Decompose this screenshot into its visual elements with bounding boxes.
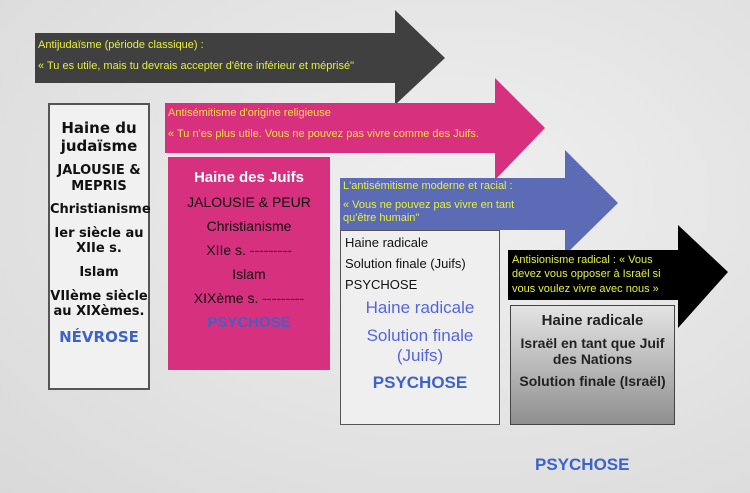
box-1-heading: Haine du judaïsme xyxy=(60,119,138,155)
arrow-religious-antisemitism xyxy=(165,78,545,180)
box-1-line: Ier siècle au XIIe s. xyxy=(54,225,144,257)
box-3-diagnosis: PSYCHOSE xyxy=(372,372,468,392)
arrow-1-quote: « Tu es utile, mais tu devrais accepter … xyxy=(38,60,354,73)
box-4-heading: Haine radicale xyxy=(541,312,644,329)
box-3-line: PSYCHOSE xyxy=(345,277,418,292)
arrow-racial-antisemitism xyxy=(340,150,618,255)
arrow-2-quote: « Tu n'es plus utile. Vous ne pouvez pas… xyxy=(168,128,479,141)
arrow-antijudaism xyxy=(35,10,445,105)
box-2-line: JALOUSIE & PEUR xyxy=(187,194,311,210)
box-antizionism: Haine radicale Israël en tant que Juif d… xyxy=(510,305,675,425)
box-radical-hatred: Haine radicale Solution finale (Juifs) P… xyxy=(340,230,500,425)
box-2-heading: Haine des Juifs xyxy=(193,169,305,186)
box-jews-hatred: Haine des Juifs JALOUSIE & PEUR Christia… xyxy=(168,157,330,370)
arrow-2-title: Antisémitisme d'origine religieuse xyxy=(168,107,331,119)
arrow-4-text: Antisionisme radical : « Vous devez vous… xyxy=(512,253,682,296)
box-2-line: XIIe s. --------- xyxy=(206,242,292,258)
arrow-1-title: Antijudaïsme (période classique) : xyxy=(38,39,204,51)
box-judaism-hatred: Haine du judaïsme JALOUSIE & MEPRIS Chri… xyxy=(48,103,151,390)
box-2-line: Christianisme xyxy=(206,218,292,234)
box-1-line: JALOUSIE & MEPRIS xyxy=(57,163,141,194)
arrow-antizionism xyxy=(508,225,728,328)
box-3-line: Haine radicale xyxy=(345,235,429,250)
box-3-line: Solution finale (Juifs) xyxy=(366,326,474,366)
box-3-line: Solution finale (Juifs) xyxy=(345,256,466,271)
box-4-line: Israël en tant que Juif des Nations xyxy=(520,335,665,368)
arrow-2-text: Antisémitisme d'origine religieuse « Tu … xyxy=(168,105,508,143)
arrow-3-title: L'antisémitisme moderne et racial : xyxy=(343,180,513,192)
box-2-line: XIXème s. --------- xyxy=(193,290,305,306)
arrow-4-title: Antisionisme radical : « Vous devez vous… xyxy=(512,254,661,295)
final-diagnosis: PSYCHOSE xyxy=(535,455,630,474)
arrow-3-text: L'antisémitisme moderne et racial : « Vo… xyxy=(343,180,543,226)
arrow-3-quote: « Vous ne pouvez pas vivre en tant qu'êt… xyxy=(343,199,515,225)
box-3-heading: Haine radicale xyxy=(365,298,475,317)
box-1-diagnosis: NÉVROSE xyxy=(59,327,139,346)
box-1-line: Islam xyxy=(79,264,119,280)
box-1-line: VIIème siècle au XIXèmes. xyxy=(50,288,148,320)
box-4-line: Solution finale (Israël) xyxy=(519,373,666,390)
arrow-1-text: Antijudaïsme (période classique) : « Tu … xyxy=(38,37,398,75)
box-2-line: Islam xyxy=(232,266,266,282)
box-2-diagnosis: PSYCHOSE xyxy=(207,314,291,331)
box-1-line: Christianisme xyxy=(50,202,151,218)
